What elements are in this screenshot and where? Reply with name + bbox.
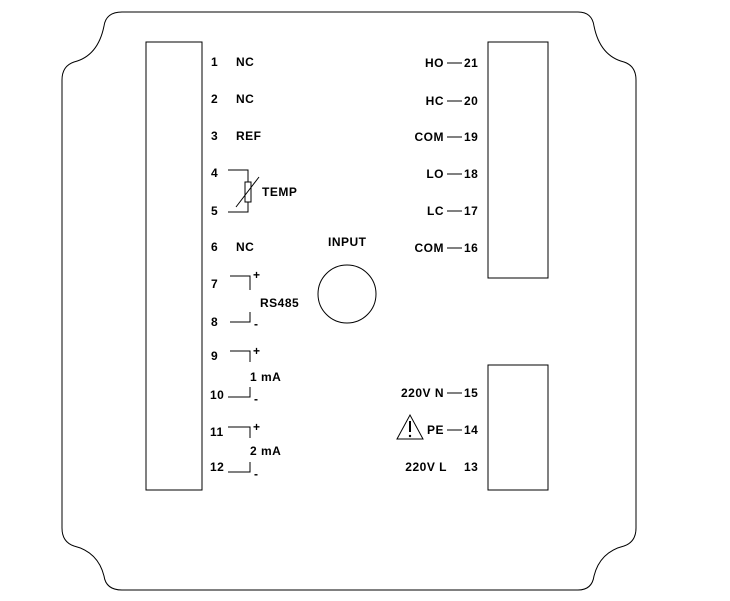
- relay-num-20: 20: [464, 94, 478, 108]
- relay-terminals: HO HC COM LO LC COM 21 20 19 18 17 16: [415, 56, 478, 255]
- power-num-13: 13: [464, 460, 478, 474]
- terminal-2-label: NC: [236, 92, 254, 106]
- relay-terminal-block: [487, 41, 549, 279]
- relay-label-16: COM: [415, 241, 445, 255]
- thermistor-symbol: [228, 169, 260, 213]
- out2-plus: +: [253, 420, 261, 434]
- terminal-1-label: NC: [236, 55, 254, 69]
- terminal-9-num: 9: [211, 349, 218, 363]
- out2-wires: [228, 426, 251, 473]
- rs485-wires: [230, 275, 251, 323]
- out1-plus: +: [253, 344, 261, 358]
- left-terminal-block: [145, 41, 203, 491]
- terminal-7-num: 7: [211, 277, 218, 291]
- temp-label: TEMP: [262, 185, 297, 199]
- out1-minus: -: [254, 392, 259, 406]
- terminal-6-num: 6: [211, 240, 218, 254]
- out2-minus: -: [254, 467, 259, 481]
- relay-label-18: LO: [426, 167, 444, 181]
- power-label-14: PE: [427, 423, 444, 437]
- relay-num-18: 18: [464, 167, 478, 181]
- input-label: INPUT: [328, 235, 367, 249]
- terminal-1-num: 1: [211, 55, 218, 69]
- warning-icon: [396, 413, 424, 440]
- relay-num-16: 16: [464, 241, 478, 255]
- enclosure-outline: [61, 11, 637, 591]
- power-num-14: 14: [464, 423, 478, 437]
- relay-num-19: 19: [464, 130, 478, 144]
- terminal-5-num: 5: [211, 204, 218, 218]
- power-num-15: 15: [464, 386, 478, 400]
- power-terminals: 220V N PE 220V L 15 14 13: [396, 386, 478, 474]
- left-terminal-numbers: 1 2 3 4 5 6 7 8 9 10 11 12: [210, 55, 224, 474]
- terminal-3-num: 3: [211, 129, 218, 143]
- rs485-minus: -: [254, 317, 259, 331]
- relay-num-17: 17: [464, 204, 478, 218]
- power-terminal-block: [487, 364, 549, 491]
- terminal-10-num: 10: [210, 388, 224, 402]
- terminal-6-label: NC: [236, 240, 254, 254]
- relay-label-19: COM: [415, 130, 445, 144]
- terminal-3-label: REF: [236, 129, 262, 143]
- rs485-label: RS485: [260, 296, 299, 310]
- terminal-12-num: 12: [210, 460, 224, 474]
- relay-label-20: HC: [426, 94, 444, 108]
- out1-wires: [228, 350, 251, 398]
- relay-num-21: 21: [464, 56, 478, 70]
- terminal-2-num: 2: [211, 92, 218, 106]
- power-label-15: 220V N: [401, 386, 444, 400]
- rs485-plus: +: [253, 268, 261, 282]
- relay-label-17: LC: [427, 204, 444, 218]
- out2-label: 2 mA: [250, 444, 281, 458]
- power-label-13: 220V L: [405, 460, 447, 474]
- out1-label: 1 mA: [250, 370, 281, 384]
- terminal-11-num: 11: [210, 425, 224, 439]
- input-connector: [317, 264, 377, 324]
- terminal-4-num: 4: [211, 166, 218, 180]
- terminal-8-num: 8: [211, 315, 218, 329]
- relay-label-21: HO: [425, 56, 444, 70]
